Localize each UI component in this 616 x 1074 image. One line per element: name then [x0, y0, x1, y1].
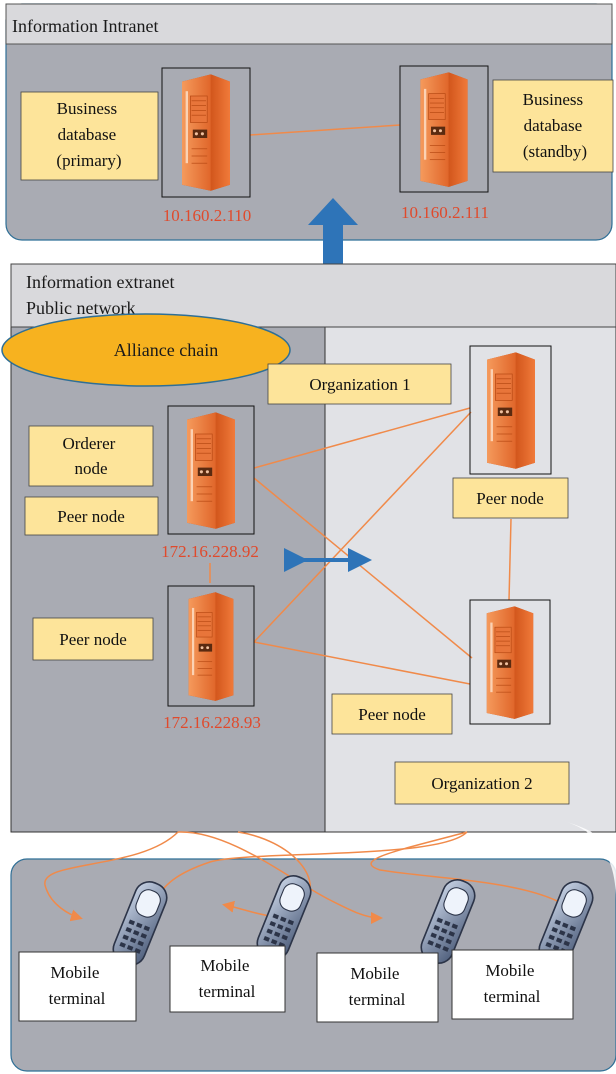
standby-db-label-box — [492, 79, 614, 173]
peer-server-org2-icon — [486, 605, 534, 720]
connection-curve-3 — [177, 831, 383, 924]
standby-db-server-icon — [419, 71, 469, 188]
alliance-chain-ellipse — [1, 313, 291, 387]
server-b-frame — [167, 585, 255, 707]
db-replication-link — [249, 124, 401, 136]
peer-server-org1-icon — [486, 351, 536, 470]
orderer-node-label: Orderer node — [62, 434, 119, 478]
mobile-terminal-label-2: Mobile terminal — [199, 956, 256, 1001]
orderer-node-box — [28, 425, 154, 487]
orderer-ip: 172.16.228.92 — [161, 542, 259, 561]
alliance-chain-label: Alliance chain — [114, 340, 218, 360]
peer-node-a-label: Peer node — [57, 507, 125, 526]
peer-node-org2-label: Peer node — [358, 705, 426, 724]
connection-curve-5 — [370, 831, 581, 916]
mobile-terminal-label-3: Mobile terminal — [349, 964, 406, 1009]
peer-node-org1-label: Peer node — [476, 489, 544, 508]
primary-db-server-icon — [181, 73, 231, 192]
mobile-terminal-box-4 — [451, 949, 574, 1020]
peer-node-org1-box — [452, 477, 569, 519]
primary-db-label-box — [20, 91, 159, 181]
server-org2-frame — [469, 599, 551, 725]
mobile-terminal-box-2 — [169, 945, 286, 1013]
link-a-org1 — [253, 407, 471, 469]
extranet-panel: Information extranet Public network Alli… — [1, 263, 616, 833]
mobile-terminal-box-3 — [316, 952, 439, 1023]
standby-ip: 10.160.2.111 — [401, 203, 489, 222]
server-a-frame — [167, 405, 255, 535]
connection-curve-1 — [44, 831, 179, 922]
extranet-title-line2: Public network — [26, 298, 136, 318]
primary-server-frame — [161, 67, 251, 198]
server-org1-frame — [469, 345, 552, 475]
mobile-terminal-label-1: Mobile terminal — [49, 963, 106, 1008]
organization-1-label: Organization 1 — [309, 375, 410, 394]
link-org1-org2 — [508, 518, 512, 601]
standby-db-label: Business database (standby) — [523, 90, 588, 161]
decorative-swoosh — [560, 820, 616, 900]
mobile-terminal-label-4: Mobile terminal — [484, 961, 541, 1006]
orderer-server-icon — [186, 411, 236, 530]
mobile-terminal-box-1 — [18, 951, 137, 1022]
peer-node-b-label: Peer node — [59, 630, 127, 649]
primary-ip: 10.160.2.110 — [163, 206, 252, 225]
peer-node-b-box — [32, 617, 154, 661]
intranet-panel: Information Intranet Business database (… — [5, 3, 614, 241]
link-b-org1 — [253, 411, 472, 643]
intranet-title-bar — [5, 3, 613, 45]
organization-2-box — [394, 761, 570, 805]
mobile-panel: Mobile terminal Mobile terminal Mobile t… — [10, 831, 616, 1072]
peer-b-ip: 172.16.228.93 — [163, 713, 261, 732]
peer-node-a-box — [24, 496, 159, 536]
organization-1-box — [267, 363, 452, 405]
link-b-org2 — [253, 641, 471, 685]
intranet-title: Information Intranet — [12, 16, 158, 36]
organization-2-label: Organization 2 — [431, 774, 532, 793]
extranet-title-line1: Information extranet — [26, 272, 174, 292]
primary-db-label: Business database (primary) — [56, 99, 121, 170]
standby-server-frame — [399, 65, 489, 193]
peer-node-org2-box — [331, 693, 453, 735]
peer-server-b-icon — [187, 591, 235, 702]
upload-arrow-icon — [308, 198, 358, 272]
connection-curve-4 — [151, 831, 468, 908]
